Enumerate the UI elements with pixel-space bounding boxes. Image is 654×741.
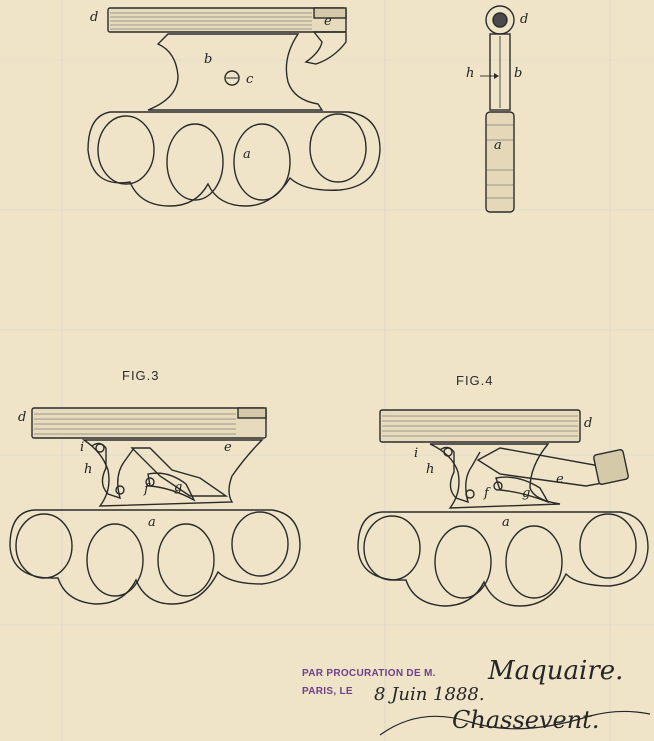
fig4-finger-hole-3: [505, 525, 563, 599]
fig3-screw-f: [115, 485, 125, 495]
fig3-finger-hole-1: [15, 513, 73, 579]
fig1-ring-body: [87, 111, 381, 207]
fig3-label-g: g: [174, 480, 183, 495]
fig3-finger-hole-2: [86, 523, 144, 597]
fig1-label-b: b: [204, 52, 213, 67]
handwritten-name: Maquaire.: [488, 656, 624, 686]
fig4-finger-hole-1: [363, 515, 421, 581]
fig3-title: FIG.3: [122, 368, 160, 383]
fig3-frame: [81, 439, 264, 507]
fig3-label-i: i: [80, 440, 85, 455]
figure-1-side-view: [87, 7, 381, 207]
fig3-label-f: f: [144, 482, 149, 497]
fig1-front-hook: [304, 31, 347, 65]
handwritten-signature: Chassevent.: [452, 706, 600, 734]
fig4-finger-hole-4: [579, 513, 637, 579]
figure-2-front-view: [480, 5, 515, 213]
figure-4-open: [357, 409, 649, 607]
fig1-finger-hole-2: [166, 123, 224, 201]
fig4-label-h: h: [426, 462, 435, 477]
fig1-label-c: c: [246, 72, 254, 87]
fig4-label-d: d: [584, 416, 593, 431]
fig4-screw-f2: [493, 481, 503, 491]
fig2-plate: [489, 33, 511, 111]
fig1-finger-hole-1: [97, 115, 155, 185]
fig3-ring-body: [9, 509, 301, 605]
fig1-label-d: d: [90, 10, 99, 25]
fig4-label-g: g: [522, 486, 531, 501]
handwritten-date: 8 Juin 1888.: [374, 684, 485, 705]
fig3-screw-f2: [145, 477, 155, 487]
fig4-label-a: a: [502, 515, 510, 530]
fig2-label-a: a: [494, 138, 502, 153]
fig1-pivot-screw: [224, 70, 240, 86]
fig1-label-e: e: [324, 14, 332, 29]
fig3-label-a: a: [148, 515, 156, 530]
fig1-finger-hole-4: [309, 113, 367, 183]
fig2-bore: [492, 12, 508, 28]
fig3-label-e: e: [224, 440, 232, 455]
fig3-label-h: h: [84, 462, 93, 477]
fig3-lever: [130, 447, 229, 497]
fig3-label-d: d: [18, 410, 27, 425]
fig4-raised-cap: [593, 449, 629, 485]
fig2-label-d: d: [520, 12, 529, 27]
fig3-finger-hole-4: [231, 511, 289, 577]
procuration-stamp-line1: PAR PROCURATION DE M.: [302, 668, 436, 679]
fig4-frame: [429, 443, 561, 509]
fig1-label-a: a: [243, 147, 251, 162]
fig1-muzzle-cap: [313, 7, 347, 19]
fig3-finger-hole-3: [157, 523, 215, 597]
fig1-finger-hole-3: [233, 123, 291, 201]
fig4-spring-g: [495, 476, 550, 504]
fig3-barrel: [31, 407, 267, 439]
fig4-ring-body: [357, 511, 649, 607]
fig4-label-f: f: [484, 486, 489, 501]
signature-flourish: [379, 710, 651, 736]
fig4-finger-hole-2: [434, 525, 492, 599]
fig2-label-b: b: [514, 66, 523, 81]
fig4-screw-f: [465, 489, 475, 499]
fig3-muzzle-cap: [237, 407, 267, 419]
fig4-label-i: i: [414, 446, 419, 461]
fig4-title: FIG.4: [456, 373, 494, 388]
fig3-spring-g: [147, 472, 196, 502]
figure-3-closed: [9, 407, 301, 605]
fig1-barrel: [107, 7, 347, 33]
procuration-stamp-line2: PARIS, LE: [302, 686, 353, 697]
fig1-plate: [147, 33, 324, 111]
fig2-grip: [485, 111, 515, 213]
fig4-label-e: e: [556, 472, 564, 487]
fig3-pivot-i: [95, 443, 105, 453]
fig2-label-h: h: [466, 66, 475, 81]
fig4-pivot-i: [443, 447, 453, 457]
